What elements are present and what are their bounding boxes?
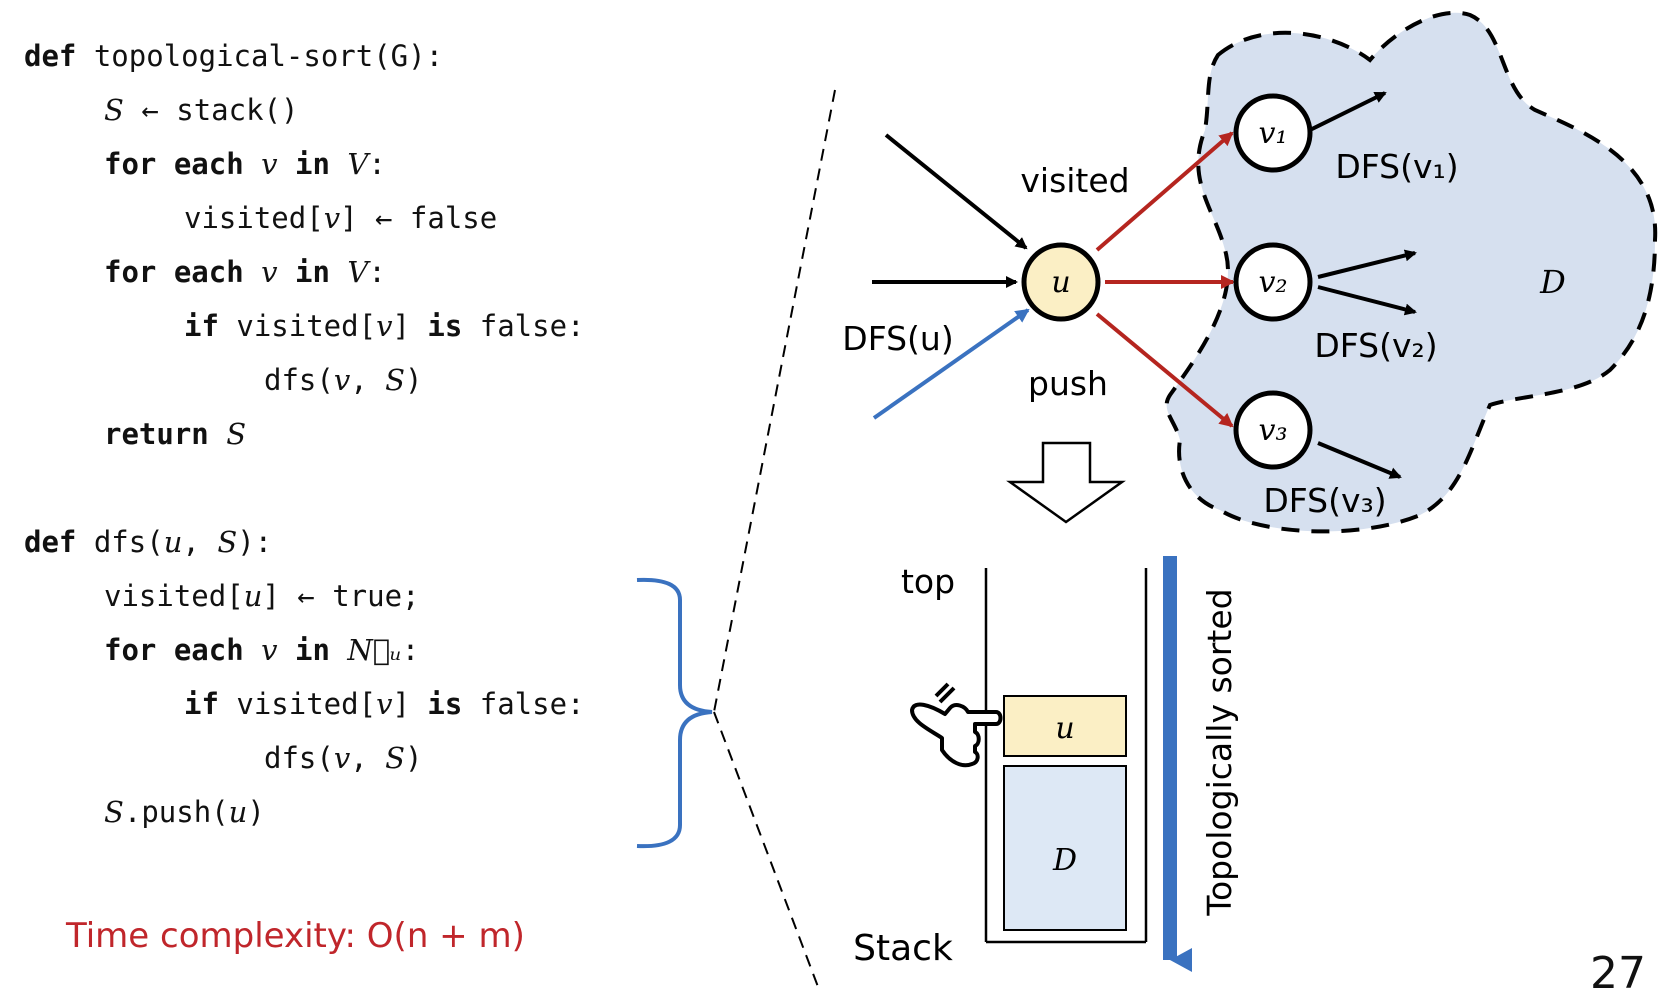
dfs-v1-label: DFS(v₁) <box>1335 147 1458 186</box>
code-line: dfs(v, S) <box>264 741 423 775</box>
code-line: S.push(u) <box>104 795 265 829</box>
zoom-line-top <box>713 89 836 713</box>
stack-item-u: u <box>1003 695 1127 757</box>
sorted-label: Topologically sorted <box>1200 588 1239 916</box>
node-v2: v₂ <box>1233 242 1313 322</box>
code-line: def topological-sort(G): <box>24 39 444 73</box>
edge-v1-out <box>1309 91 1387 132</box>
code-line: if visited[v] is false: <box>184 309 585 343</box>
edge-v3-out <box>1317 441 1402 479</box>
code-line: for each v in V: <box>104 147 386 181</box>
dfs-call-edge <box>872 308 1030 420</box>
curly-brace <box>636 577 713 849</box>
pointing-hand-icon <box>910 682 1003 768</box>
code-line: visited[u] ← true; <box>104 579 420 613</box>
dfs-u-label: DFS(u) <box>842 319 953 358</box>
code-line: for each v in V: <box>104 255 386 289</box>
svg-text:u: u <box>1051 265 1070 300</box>
push-label: push <box>1028 364 1108 403</box>
code-line: dfs(v, S) <box>264 363 423 397</box>
node-v1: v₁ <box>1233 93 1313 173</box>
edge-v2-out-2 <box>1317 285 1417 316</box>
stack-item-d: D <box>1003 765 1127 931</box>
stack-label: Stack <box>853 928 953 969</box>
time-complexity-note: Time complexity: O(n + m) <box>66 916 525 956</box>
dfs-v3-label: DFS(v₃) <box>1263 481 1386 520</box>
edge-u-v1 <box>1095 131 1234 252</box>
down-arrow-outline-icon <box>1006 441 1126 524</box>
region-d-label: D <box>1539 263 1566 301</box>
stack-container <box>984 568 1148 944</box>
dfs-v2-label: DFS(v₂) <box>1314 326 1437 365</box>
svg-text:D: D <box>1052 843 1077 878</box>
edge-u-v3 <box>1095 312 1234 428</box>
svg-text:u: u <box>1055 711 1074 746</box>
svg-text:v₁: v₁ <box>1259 116 1288 151</box>
code-line: return S <box>104 417 247 451</box>
node-v3: v₃ <box>1233 390 1313 470</box>
node-u: u <box>1021 242 1101 322</box>
code-line: if visited[v] is false: <box>184 687 585 721</box>
visited-label: visited <box>1020 161 1129 200</box>
svg-text:v₂: v₂ <box>1259 265 1288 300</box>
incoming-edge-1 <box>884 133 1028 250</box>
edge-v2-out-1 <box>1317 249 1417 279</box>
code-line: S ← stack() <box>104 93 299 127</box>
code-line: def dfs(u, S): <box>24 525 273 559</box>
stack-top-label: top <box>901 562 955 601</box>
zoom-line-bottom <box>713 711 821 993</box>
code-line: for each v in N⃗ᵤ: <box>104 633 420 667</box>
code-line: visited[v] ← false <box>184 201 498 235</box>
page-number: 27 <box>1590 948 1646 999</box>
svg-text:v₃: v₃ <box>1259 413 1288 448</box>
